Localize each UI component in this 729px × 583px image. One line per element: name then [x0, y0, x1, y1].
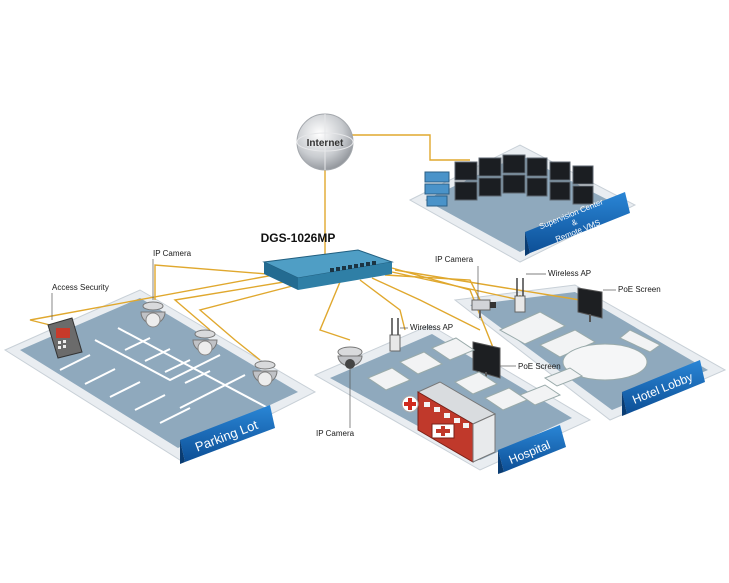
bullet-camera-hotel	[471, 299, 496, 318]
ip-camera-hotel-label: IP Camera	[435, 255, 474, 264]
wireless-ap-hospital-label: Wireless AP	[410, 323, 453, 332]
supervision-line2: &	[570, 217, 579, 228]
poe-switch	[262, 249, 394, 290]
video-wall	[424, 154, 594, 207]
wireless-ap-hotel	[514, 278, 526, 313]
poe-screen-hotel	[577, 287, 603, 322]
wireless-ap-hospital	[389, 318, 401, 352]
access-security-panel	[47, 317, 83, 359]
internet-label: Internet	[307, 138, 344, 149]
hospital-building	[401, 381, 497, 463]
ip-camera-parking-label: IP Camera	[153, 249, 192, 258]
internet-globe: Internet	[296, 113, 354, 171]
dome-camera-hospital	[337, 346, 363, 369]
parking-lines	[59, 327, 269, 424]
dome-camera-3	[252, 360, 278, 387]
wireless-ap-hotel-label: Wireless AP	[548, 269, 591, 278]
ip-camera-hospital-label: IP Camera	[316, 429, 355, 438]
dome-camera-2	[192, 329, 218, 356]
hospital-beds	[366, 337, 529, 411]
dome-camera-1	[140, 301, 166, 328]
switch-name-label: DGS-1026MP	[261, 231, 336, 245]
servers	[424, 171, 450, 207]
poe-screen-hospital-label: PoE Screen	[518, 362, 561, 371]
access-security-label: Access Security	[52, 283, 109, 292]
lobby-furniture	[498, 311, 661, 406]
parking-lot-floor	[3, 289, 317, 461]
poe-screen-hotel-label: PoE Screen	[618, 285, 661, 294]
